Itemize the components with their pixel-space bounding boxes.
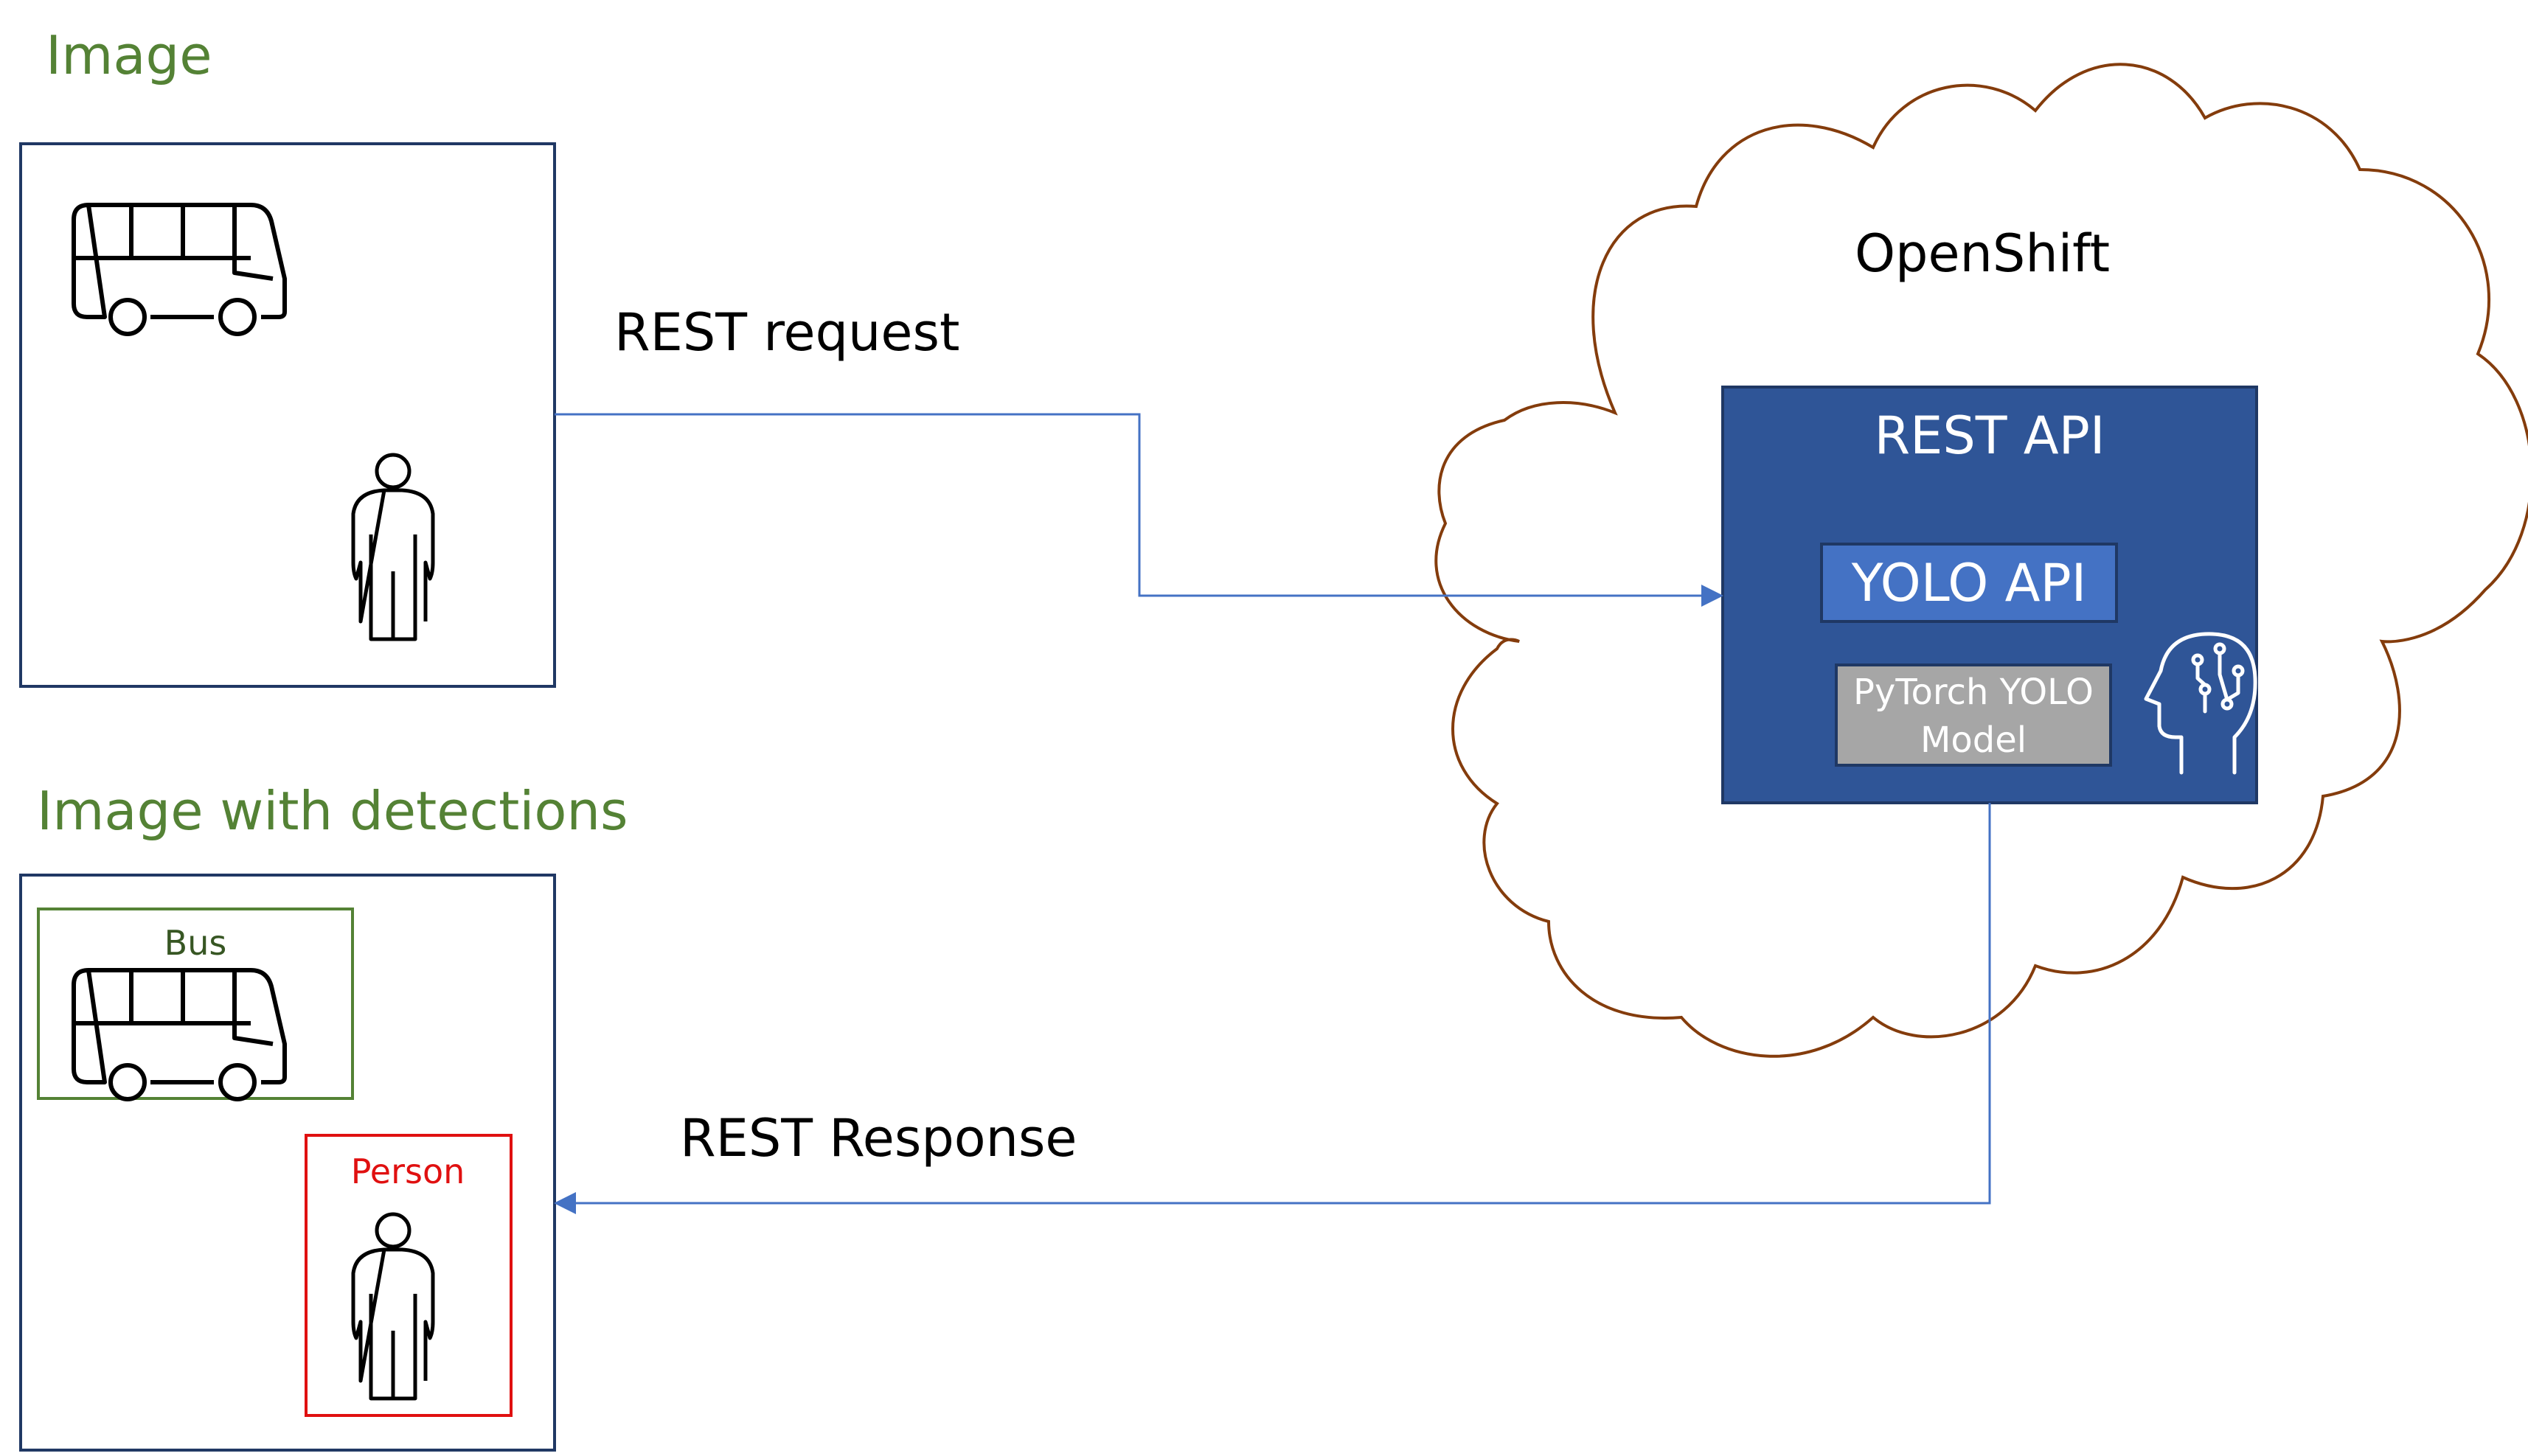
person-detection-box xyxy=(305,1134,513,1417)
person-detection-label: Person xyxy=(351,1152,465,1191)
input-image-frame xyxy=(19,142,556,688)
yolo-api-label: YOLO API xyxy=(1851,553,2087,613)
rest-api-title: REST API xyxy=(1874,405,2105,466)
model-label-line2: Model xyxy=(1920,720,2027,761)
cloud-title: OpenShift xyxy=(1855,223,2110,284)
image-title: Image xyxy=(46,24,212,86)
detections-title: Image with detections xyxy=(37,780,628,842)
pytorch-model-box xyxy=(1835,663,2112,767)
response-arrow xyxy=(554,803,1991,1214)
response-label: REST Response xyxy=(680,1108,1077,1168)
bus-icon xyxy=(74,205,285,334)
openshift-cloud xyxy=(1434,63,2528,1058)
request-arrow xyxy=(555,413,1723,607)
bus-detection-box xyxy=(37,908,354,1100)
bus-detection-label: Bus xyxy=(164,923,227,963)
person-icon xyxy=(353,455,433,639)
ai-head-icon xyxy=(2144,632,2257,775)
request-label: REST request xyxy=(614,302,959,363)
person-icon xyxy=(353,1214,433,1398)
bus-icon xyxy=(74,970,285,1099)
yolo-api-box xyxy=(1820,543,2118,623)
output-image-frame xyxy=(19,874,556,1452)
model-label-line1: PyTorch YOLO xyxy=(1853,672,2094,713)
